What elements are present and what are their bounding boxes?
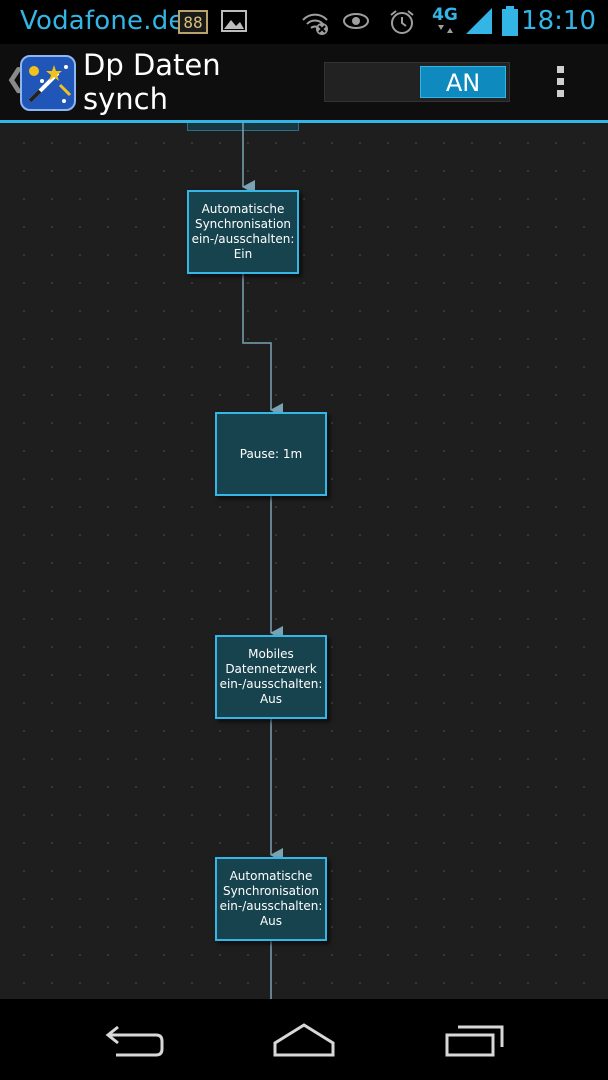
alarm-icon <box>388 8 416 40</box>
node-text: ein-/ausschalten: <box>191 232 295 246</box>
flow-node-mobile-data-off[interactable]: Mobiles Datennetzwerk ein-/ausschalten: … <box>215 635 327 719</box>
node-text: Automatische <box>201 202 285 216</box>
home-icon[interactable] <box>272 1021 336 1065</box>
flow-node-auto-sync-off[interactable]: Automatische Synchronisation ein-/aussch… <box>215 857 327 941</box>
overflow-menu-icon[interactable] <box>548 66 572 102</box>
enabled-toggle[interactable]: AN <box>324 62 510 102</box>
carrier-label: Vodafone.de <box>20 6 185 36</box>
flow-canvas[interactable]: Automatische Synchronisation ein-/aussch… <box>0 123 608 999</box>
action-bar-divider <box>0 120 608 123</box>
status-bar: Vodafone.de 88 <box>0 0 608 44</box>
clock: 18:10 <box>521 6 596 36</box>
wifi-off-icon <box>300 8 330 40</box>
network-type-icon: 4G <box>428 4 462 42</box>
flow-connectors <box>242 123 283 999</box>
node-text: Pause: 1m <box>239 446 303 461</box>
action-bar: ❮ Dp Daten synch 120 AN <box>0 44 608 150</box>
connector-1-2 <box>242 274 283 417</box>
node-text: Aus <box>259 914 283 928</box>
node-text: Mobiles <box>248 647 294 661</box>
node-text: ein-/ausschalten: <box>219 899 323 913</box>
gallery-icon <box>220 8 248 38</box>
svg-text:88: 88 <box>183 13 202 32</box>
node-text: Synchronisation <box>222 884 320 898</box>
recent-apps-icon[interactable] <box>444 1021 506 1065</box>
flow-node-pause[interactable]: Pause: 1m <box>215 412 327 496</box>
sync-eye-icon <box>342 8 370 38</box>
app-magic-wand-icon[interactable] <box>20 55 76 111</box>
notification-badge-icon: 88 <box>178 10 208 38</box>
title-line-1: Dp Daten synch <box>83 48 221 116</box>
battery-icon <box>500 5 520 41</box>
node-text: Datennetzwerk <box>225 662 317 676</box>
node-text: Synchronisation <box>194 217 292 231</box>
node-text: Automatische <box>229 869 313 883</box>
flow-node-auto-sync-on[interactable]: Automatische Synchronisation ein-/aussch… <box>187 190 299 274</box>
back-icon[interactable] <box>104 1021 166 1065</box>
svg-text:4G: 4G <box>432 5 458 25</box>
signal-strength-icon <box>464 6 494 40</box>
node-text: Ein <box>233 247 253 261</box>
toggle-on-label: AN <box>420 66 506 98</box>
navigation-bar <box>0 999 608 1080</box>
node-text: Aus <box>259 692 283 706</box>
node-text: ein-/ausschalten: <box>219 677 323 691</box>
